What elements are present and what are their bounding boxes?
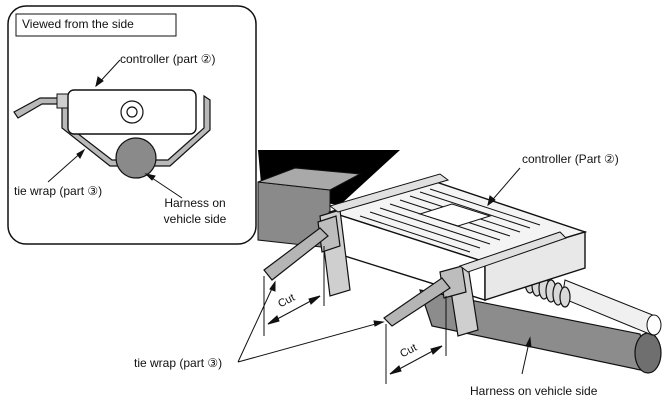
- cut-dimension-right: [385, 296, 447, 384]
- tie-wrap-label: tie wrap (part ③): [134, 356, 223, 370]
- side-view-inset: [7, 5, 257, 245]
- leader-lines-main: [237, 167, 532, 375]
- inset-harness: [115, 137, 157, 179]
- inset-controller-label: controller (part ②): [120, 52, 216, 66]
- controller-label: controller (Part ②): [522, 152, 619, 166]
- inset-harness-label-line1: Harness on: [164, 196, 226, 210]
- harness-label: Harness on vehicle side: [470, 384, 598, 398]
- tie-wrap-left: [263, 173, 450, 297]
- inset-tie-wrap-label: tie wrap (part ③): [14, 184, 103, 198]
- harness-upper: [257, 167, 362, 249]
- inset-harness-label-line2: vehicle side: [163, 212, 227, 226]
- tie-wrap-right: [383, 231, 567, 337]
- inset-title: Viewed from the side: [22, 17, 134, 31]
